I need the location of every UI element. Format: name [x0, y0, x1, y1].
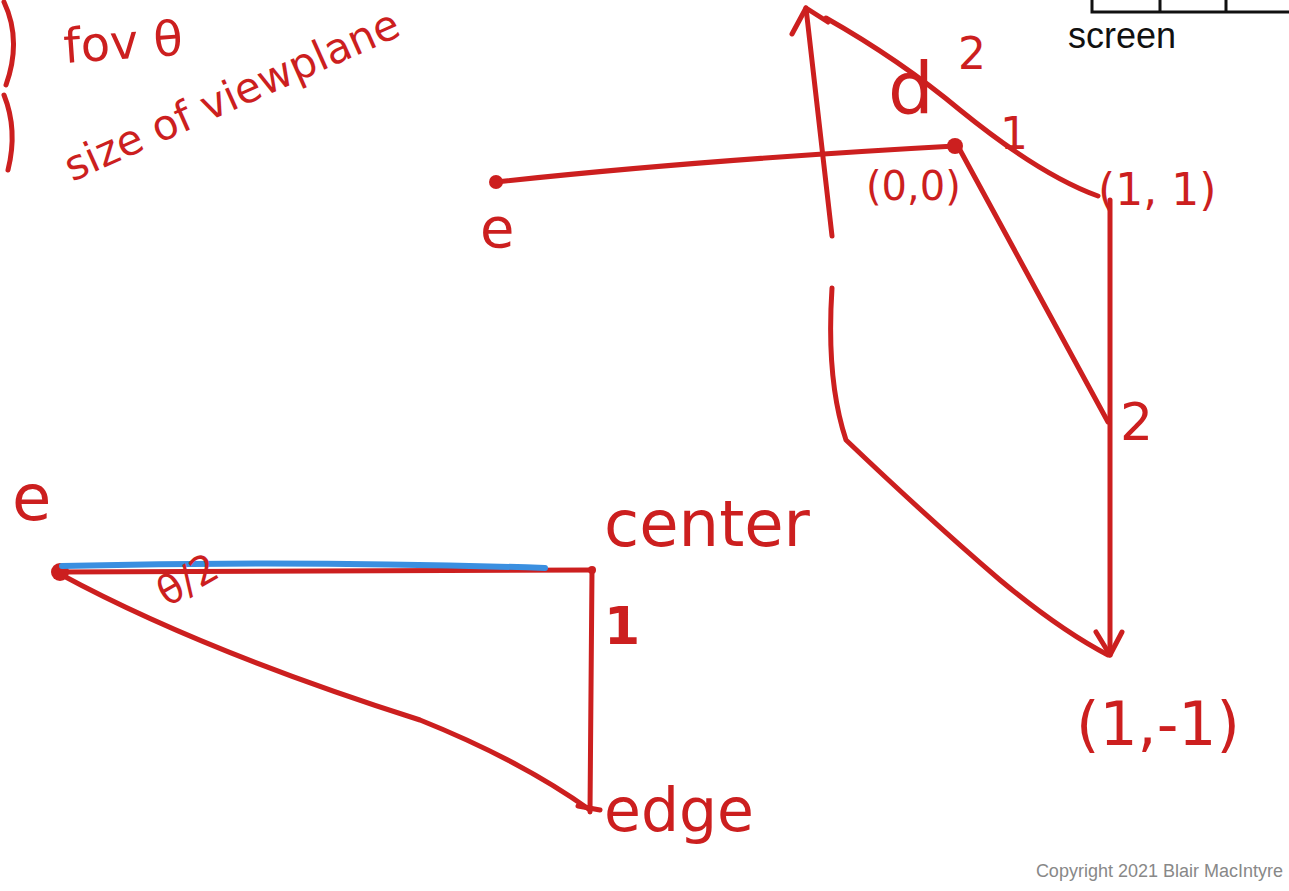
- dimension-label: 2: [1120, 396, 1153, 448]
- edge-label: edge: [604, 780, 754, 840]
- triangle-side: [590, 570, 592, 812]
- copyright-note: Copyright 2021 Blair MacIntyre: [1036, 862, 1283, 880]
- dimension-label: 1: [1000, 112, 1028, 156]
- plane-edge: [1108, 200, 1113, 655]
- triangle-side: [60, 574, 590, 810]
- fov-label: fov θ: [62, 14, 184, 70]
- dimension-label: 2: [958, 32, 986, 76]
- highlight-line: [62, 563, 545, 568]
- center-label: center: [604, 492, 810, 556]
- distance-label: d: [888, 52, 934, 124]
- bracket: [4, 2, 14, 85]
- angle-label: θ/2: [150, 546, 225, 612]
- screen-grid: [1092, 0, 1289, 12]
- triangle-side: [60, 570, 592, 572]
- screen-grid: [1160, 0, 1226, 12]
- triangle-side: [578, 806, 600, 810]
- bracket: [4, 95, 12, 170]
- half-width: [960, 150, 1108, 422]
- coordinate-label: (1, 1): [1098, 168, 1216, 212]
- arrow-head: [792, 8, 828, 34]
- eye-dot: [489, 175, 503, 189]
- eye-label: e: [480, 200, 514, 256]
- center-dot: [588, 566, 596, 574]
- plane-edge: [806, 8, 832, 236]
- screen-label: screen: [1068, 18, 1176, 54]
- coordinate-label: (1,-1): [1076, 694, 1240, 754]
- dimension-label: 1: [604, 600, 640, 652]
- coordinate-label: (0,0): [866, 166, 961, 206]
- center-dot: [947, 138, 963, 154]
- eye-label: e: [12, 466, 51, 530]
